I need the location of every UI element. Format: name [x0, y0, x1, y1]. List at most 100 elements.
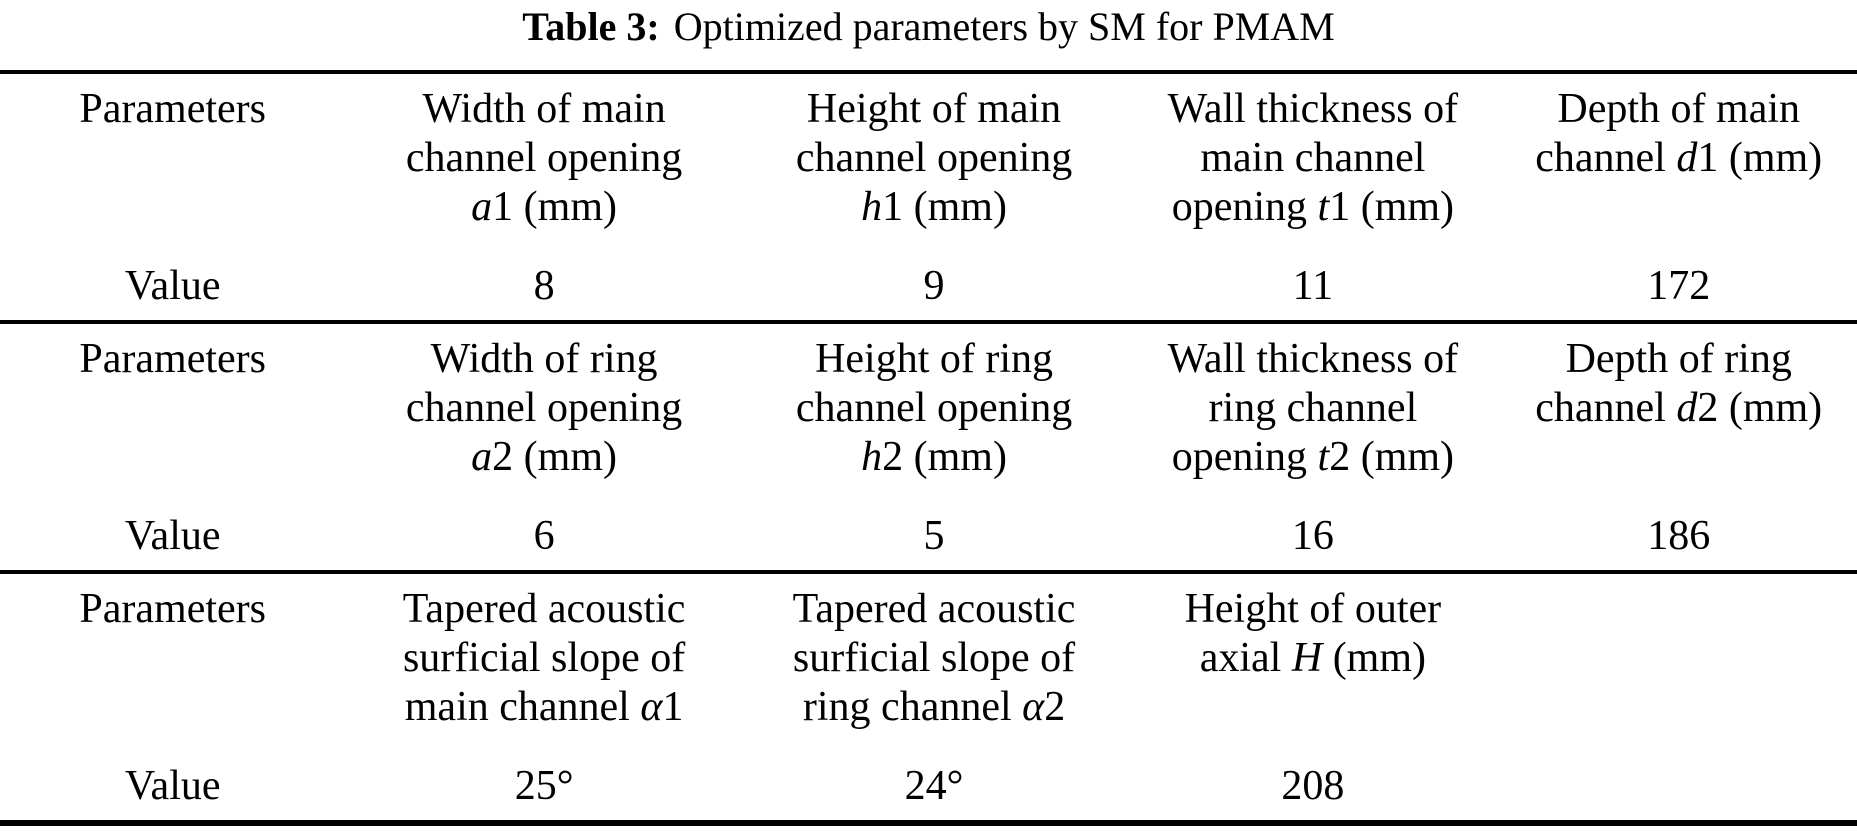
parameter-line: Wall thickness of	[1131, 335, 1494, 384]
parameter-line: channel opening	[749, 134, 1120, 183]
parameter-line: opening t2 (mm)	[1131, 433, 1494, 482]
text-segment: 2	[1044, 684, 1066, 730]
variable-symbol: α	[640, 684, 663, 730]
row-label-value: Value	[124, 263, 221, 309]
parameter-header-cell	[1500, 585, 1857, 732]
text-segment: main channel	[404, 684, 641, 730]
value-cell: 9	[923, 263, 945, 309]
row-label-value: Value	[124, 513, 221, 559]
text-segment: Width of main	[422, 86, 666, 132]
text-segment: ring channel	[1208, 385, 1418, 431]
text-segment: channel	[1535, 135, 1677, 181]
value-cell: 186	[1647, 513, 1711, 559]
parameter-line: channel d2 (mm)	[1506, 384, 1851, 433]
parameter-line: surficial slope of	[749, 634, 1120, 683]
text-segment: Width of ring	[430, 336, 658, 382]
parameter-line: h1 (mm)	[749, 183, 1120, 232]
text-segment: 1	[662, 684, 684, 730]
parameter-line: Width of main	[351, 85, 736, 134]
text-segment: opening	[1171, 184, 1318, 230]
text-segment: 2 (mm)	[882, 434, 1007, 480]
text-segment: axial	[1199, 635, 1292, 681]
parameter-line: Tapered acoustic	[351, 585, 736, 634]
parameter-line: main channel α1	[351, 683, 736, 732]
value-cell: 16	[1291, 513, 1334, 559]
parameter-line: main channel	[1131, 134, 1494, 183]
row-label-parameters: Parameters	[79, 86, 266, 132]
parameter-line: channel opening	[351, 384, 736, 433]
row-label-parameters: Parameters	[79, 336, 266, 382]
text-segment: channel	[1535, 385, 1677, 431]
variable-symbol: h	[861, 184, 883, 230]
parameter-line: surficial slope of	[351, 634, 736, 683]
text-segment: 1 (mm)	[492, 184, 617, 230]
parameter-line: ring channel	[1131, 384, 1494, 433]
parameter-line: channel d1 (mm)	[1506, 134, 1851, 183]
text-segment: Height of main	[806, 86, 1062, 132]
value-row: Value 6 5 16 186	[0, 512, 1857, 561]
variable-symbol: d	[1676, 135, 1698, 181]
text-segment: 1 (mm)	[882, 184, 1007, 230]
value-cell: 6	[533, 513, 555, 559]
text-segment: Wall thickness of	[1167, 336, 1459, 382]
text-segment: main channel	[1200, 135, 1426, 181]
variable-symbol: h	[861, 434, 883, 480]
value-cell: 5	[923, 513, 945, 559]
variable-symbol: t	[1317, 184, 1330, 230]
text-segment: 2 (mm)	[1697, 385, 1823, 431]
parameter-line: opening t1 (mm)	[1131, 183, 1494, 232]
parameter-line: Depth of main	[1506, 85, 1851, 134]
text-segment: Height of outer	[1184, 586, 1442, 632]
parameter-line: Height of main	[749, 85, 1120, 134]
text-segment: (mm)	[1322, 635, 1426, 681]
text-segment: Tapered acoustic	[792, 586, 1076, 632]
parameter-line: axial H (mm)	[1131, 634, 1494, 683]
value-cell: 172	[1647, 263, 1711, 309]
text-segment: 1 (mm)	[1329, 184, 1455, 230]
text-segment: ring channel	[802, 684, 1023, 730]
table-caption-label: Table 3:	[522, 4, 660, 49]
text-segment: 2 (mm)	[1329, 434, 1455, 480]
parameter-line: channel opening	[749, 384, 1120, 433]
text-segment: channel opening	[795, 135, 1073, 181]
text-segment: surficial slope of	[402, 635, 686, 681]
parameter-line: channel opening	[351, 134, 736, 183]
parameter-line: Wall thickness of	[1131, 85, 1494, 134]
parameter-line: a2 (mm)	[351, 433, 736, 482]
text-segment: Wall thickness of	[1167, 86, 1459, 132]
text-segment: channel opening	[795, 385, 1073, 431]
variable-symbol: α	[1022, 684, 1045, 730]
parameter-line: Depth of ring	[1506, 335, 1851, 384]
variable-symbol: a	[471, 434, 493, 480]
parameter-line: h2 (mm)	[749, 433, 1120, 482]
value-cell: 8	[533, 263, 555, 309]
text-segment: Height of ring	[815, 336, 1054, 382]
variable-symbol: d	[1676, 385, 1698, 431]
text-segment: Depth of ring	[1565, 336, 1792, 382]
value-cell	[1500, 762, 1857, 811]
value-cell: 208	[1281, 763, 1345, 809]
variable-symbol: t	[1317, 434, 1330, 480]
row-label-parameters: Parameters	[79, 586, 266, 632]
table-caption: Table 3:Optimized parameters by SM for P…	[0, 0, 1857, 50]
parameter-line: Width of ring	[351, 335, 736, 384]
row-label-value: Value	[124, 763, 221, 809]
